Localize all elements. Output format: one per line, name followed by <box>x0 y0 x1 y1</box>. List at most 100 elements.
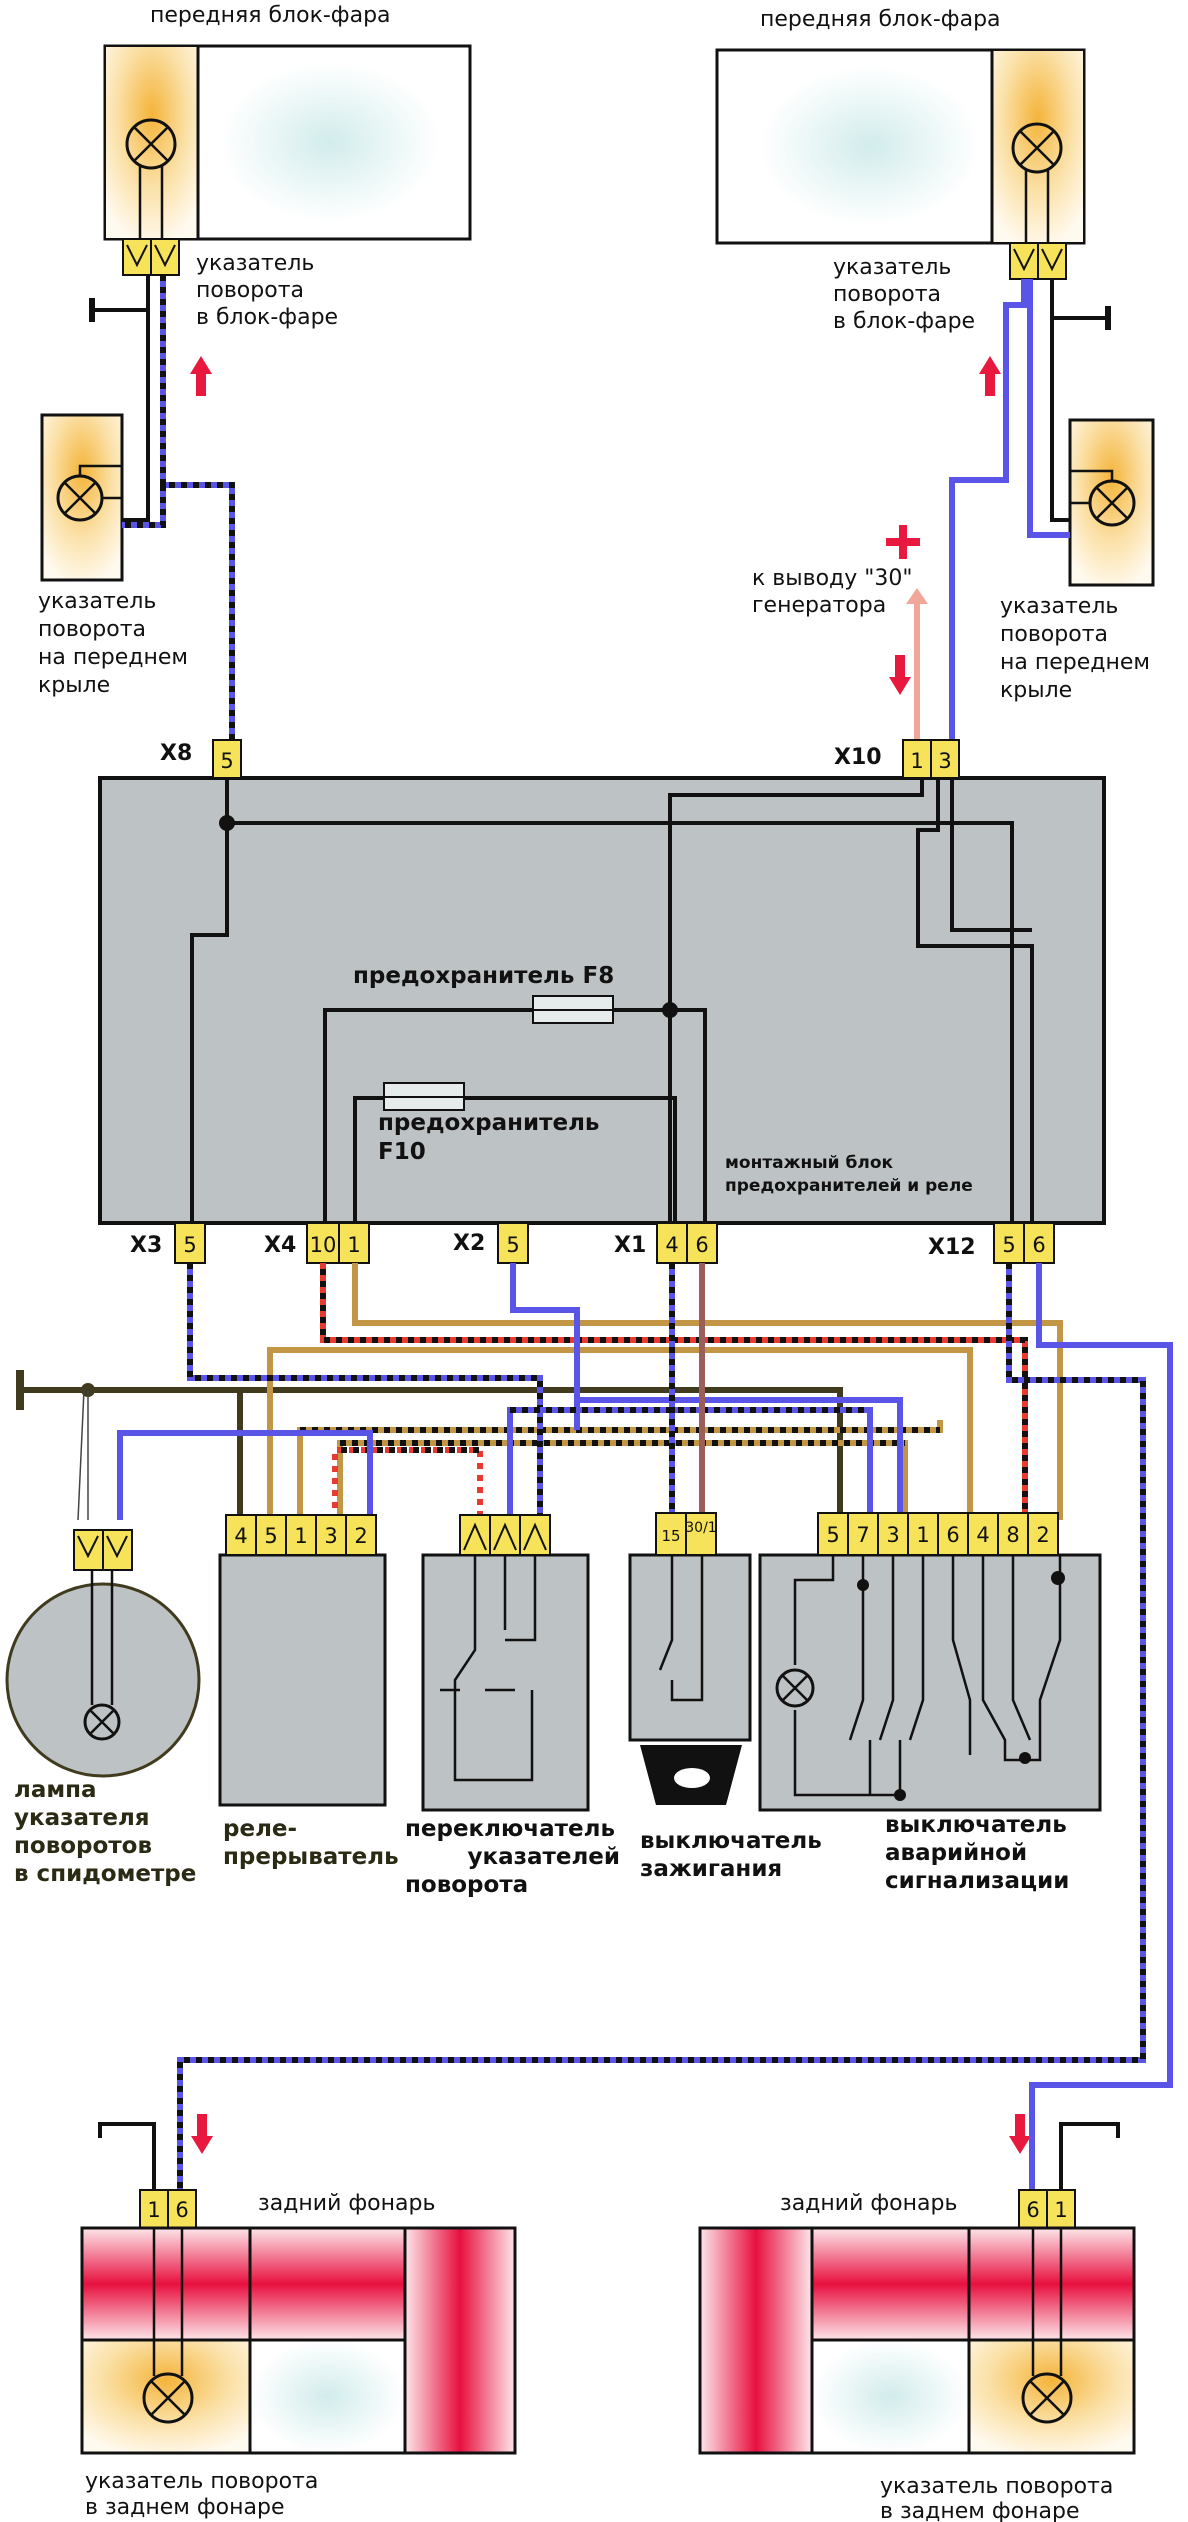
label-line: в спидометре <box>14 1861 196 1887</box>
connector-x10: 1 3 <box>902 739 960 779</box>
hazard-switch: 5 7 3 1 6 4 8 2 <box>758 1512 1102 1812</box>
label-line: указатель <box>833 255 951 280</box>
label-line: поворотов <box>14 1833 152 1859</box>
turn-headlight-left-label: указатель поворота в блок-фаре <box>196 251 338 330</box>
harness-wires <box>16 1263 1173 2190</box>
label-line: переключатель <box>405 1816 615 1842</box>
rear-light-right: 6 1 <box>698 2122 1136 2455</box>
fuse-f10-label: предохранитель F10 <box>378 1110 599 1165</box>
label-line: поворота <box>405 1872 528 1898</box>
headlight-left-label: передняя блок-фара <box>150 3 391 28</box>
turn-headlight-right-label: указатель поворота в блок-фаре <box>833 255 975 334</box>
connector-x12-label: X12 <box>928 1235 976 1260</box>
pin-label: 1 <box>910 749 923 773</box>
flow-arrows <box>190 356 1031 2154</box>
connector-x3-label: X3 <box>130 1233 162 1258</box>
pin-label: 1 <box>1054 2198 1067 2222</box>
turn-rear-right-label: указатель поворота в заднем фонаре <box>880 2474 1113 2522</box>
label-line: аварийной <box>885 1840 1027 1866</box>
ignition-label: выключатель зажигания <box>640 1828 822 1882</box>
turn-fender-left-label: указатель поворота на переднем крыле <box>38 589 188 698</box>
label-line: крыле <box>1000 678 1072 703</box>
hazard-pins: 5 7 3 1 6 4 8 2 <box>817 1512 1059 1556</box>
connector-x8-label: X8 <box>160 741 192 766</box>
fuse-f8-label: предохранитель F8 <box>353 963 614 989</box>
front-left-wiring <box>89 275 235 740</box>
label-line: указатель поворота <box>880 2474 1113 2499</box>
speedometer-lamp <box>5 1529 201 1778</box>
label-line: к выводу "30" <box>752 566 913 591</box>
label-line: в заднем фонаре <box>85 2495 285 2520</box>
label-line: поворота <box>196 278 304 303</box>
mounting-block <box>98 773 1106 1225</box>
label-line: указателя <box>14 1805 150 1831</box>
mounting-block-label: монтажный блок предохранителей и реле <box>725 1153 973 1196</box>
pin-label: 5 <box>220 749 233 773</box>
rear-left-label: задний фонарь <box>258 2191 435 2216</box>
headlight-left-connector <box>122 238 180 276</box>
connector-x1-label: X1 <box>614 1233 646 1258</box>
pin-label: 5 <box>506 1233 519 1257</box>
connector-x4: 10 1 <box>306 1222 370 1264</box>
label-line: выключатель <box>885 1812 1067 1838</box>
label-line: сигнализации <box>885 1868 1069 1894</box>
label-line: предохранитель <box>378 1110 599 1136</box>
pin-label: 30/1 <box>685 1520 716 1536</box>
pin-label: 2 <box>1036 1523 1049 1547</box>
label-line: предохранителей и реле <box>725 1176 973 1196</box>
relay-pins: 4 5 1 3 2 <box>225 1514 377 1556</box>
pin-label: 3 <box>886 1523 899 1547</box>
pin-label: 1 <box>916 1523 929 1547</box>
label-line: на переднем <box>1000 650 1150 675</box>
label-line: поворота <box>833 282 941 307</box>
pin-label: 2 <box>354 1524 367 1548</box>
label-line: указателей <box>468 1844 621 1870</box>
headlight-left <box>103 44 472 241</box>
label-line: прерыватель <box>223 1844 399 1870</box>
pin-label: 15 <box>661 1527 680 1545</box>
pin-label: 6 <box>695 1233 708 1257</box>
lamp-icon <box>1011 122 1063 174</box>
label-line: монтажный блок <box>725 1153 894 1173</box>
pin-label: 6 <box>1032 1233 1045 1257</box>
pin-label: 1 <box>294 1524 307 1548</box>
pin-label: 6 <box>1026 2198 1039 2222</box>
label-line: в блок-фаре <box>833 309 975 334</box>
fender-lamp-left <box>40 413 124 582</box>
connector-x2: 5 <box>497 1222 529 1264</box>
label-line: указатель <box>196 251 314 276</box>
lamp-icon <box>125 118 177 170</box>
label-line: указатель <box>38 589 156 614</box>
pin-label: 4 <box>234 1524 247 1548</box>
connector-x12: 5 6 <box>993 1222 1055 1264</box>
label-line: поворота <box>38 617 146 642</box>
relay-breaker: 4 5 1 3 2 <box>218 1514 387 1807</box>
label-line: F10 <box>378 1139 426 1165</box>
headlight-right-label: передняя блок-фара <box>760 7 1001 32</box>
speedometer-lamp-label: лампа указателя поворотов в спидометре <box>14 1777 196 1887</box>
pin-label: 5 <box>1002 1233 1015 1257</box>
label-line: реле- <box>223 1816 297 1842</box>
pin-label: 6 <box>946 1523 959 1547</box>
label-line: на переднем <box>38 645 188 670</box>
lamp-icon <box>1021 2372 1073 2424</box>
turn-switch-label: переключатель указателей поворота <box>405 1816 620 1898</box>
connector-x1: 4 6 <box>656 1222 718 1264</box>
pin-label: 3 <box>324 1524 337 1548</box>
connector-x8: 5 <box>212 739 242 779</box>
connector-x3: 5 <box>174 1222 206 1264</box>
label-line: лампа <box>14 1777 97 1803</box>
headlight-right <box>715 48 1086 245</box>
turn-rear-left-label: указатель поворота в заднем фонаре <box>85 2469 318 2520</box>
label-line: поворота <box>1000 622 1108 647</box>
turn-fender-right-label: указатель поворота на переднем крыле <box>1000 594 1150 703</box>
pin-label: 1 <box>147 2198 160 2222</box>
label-line: указатель <box>1000 594 1118 619</box>
pin-label: 5 <box>183 1233 196 1257</box>
pin-label: 4 <box>665 1233 678 1257</box>
label-line: крыле <box>38 673 110 698</box>
turn-switch <box>421 1514 590 1812</box>
label-line: зажигания <box>640 1856 782 1882</box>
label-line: выключатель <box>640 1828 822 1854</box>
